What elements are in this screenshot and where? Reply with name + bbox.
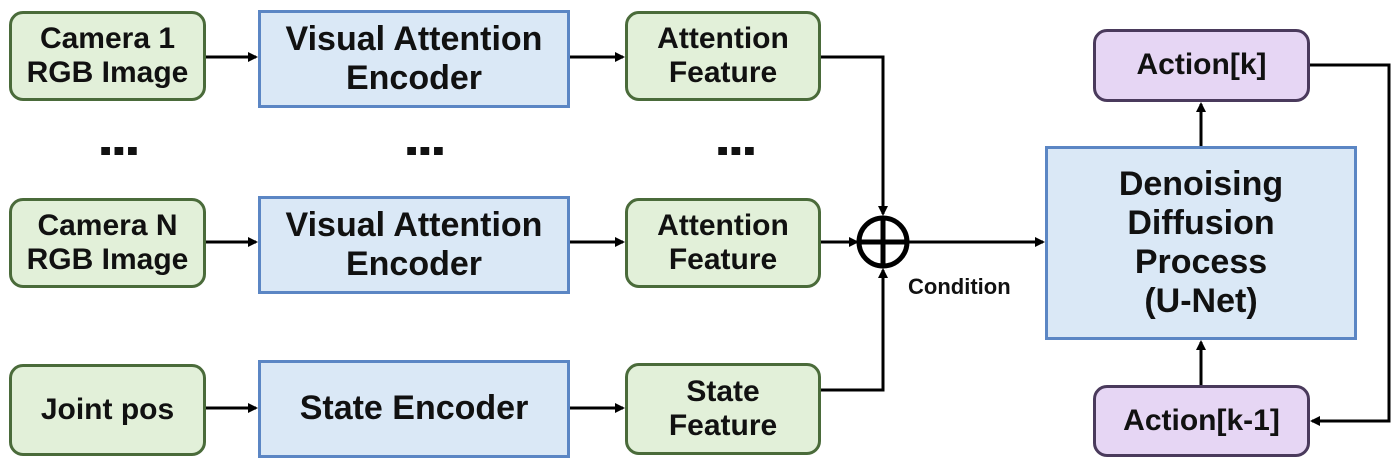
- joint-pos-input-box: Joint pos: [9, 364, 206, 456]
- diffusion-line2: Diffusion: [1127, 203, 1275, 242]
- action-k-minus-1-box: Action[k-1]: [1093, 385, 1310, 457]
- diffusion-line3: Process: [1134, 243, 1268, 281]
- visual-encoder-1-line2: Encoder: [345, 59, 483, 97]
- attention-feature-1-box: Attention Feature: [625, 11, 821, 101]
- camera-n-label: Camera N: [37, 208, 178, 242]
- denoising-diffusion-process-box: Denoising Diffusion Process (U-Net): [1045, 146, 1357, 340]
- camera-n-input-box: Camera N RGB Image: [9, 198, 206, 288]
- camera-1-label: Camera 1: [39, 21, 176, 55]
- action-k-label: Action[k]: [1136, 48, 1267, 82]
- camera-1-input-box: Camera 1 RGB Image: [9, 11, 206, 101]
- diffusion-line4: (U-Net): [1144, 282, 1258, 321]
- arrow-feature1-to-combine: [821, 55, 888, 216]
- state-encoder-label: State Encoder: [299, 389, 529, 428]
- combine-plus-icon: [856, 215, 910, 269]
- condition-label: Condition: [908, 274, 1011, 299]
- attention-feature-n-line2: Feature: [668, 243, 778, 276]
- attention-feature-1-line2: Feature: [668, 56, 778, 89]
- arrow-feedback-loop: [1310, 63, 1391, 426]
- arrow-state-feature-to-combine: [821, 268, 888, 392]
- camera-1-sublabel: RGB Image: [26, 56, 189, 89]
- visual-attention-encoder-n: Visual Attention Encoder: [258, 196, 570, 294]
- attention-feature-n-box: Attention Feature: [625, 198, 821, 288]
- encoder-ellipsis: ⋮: [399, 128, 451, 168]
- state-feature-line2: Feature: [668, 409, 778, 442]
- attention-feature-n-line1: Attention: [657, 208, 789, 242]
- state-encoder-box: State Encoder: [258, 360, 570, 458]
- visual-encoder-1-line1: Visual Attention: [285, 19, 543, 58]
- joint-pos-label: Joint pos: [40, 392, 175, 426]
- camera-n-sublabel: RGB Image: [26, 243, 189, 276]
- camera-ellipsis: ⋮: [93, 128, 145, 168]
- visual-encoder-n-line1: Visual Attention: [285, 205, 543, 244]
- state-feature-box: State Feature: [625, 363, 821, 455]
- visual-encoder-n-line2: Encoder: [345, 245, 483, 283]
- attention-feature-1-line1: Attention: [657, 21, 789, 55]
- state-feature-line1: State: [686, 374, 760, 408]
- diffusion-line1: Denoising: [1118, 164, 1284, 203]
- feature-ellipsis: ⋮: [710, 128, 762, 168]
- action-k-box: Action[k]: [1093, 29, 1310, 102]
- visual-attention-encoder-1: Visual Attention Encoder: [258, 10, 570, 108]
- action-k-minus-1-label: Action[k-1]: [1123, 403, 1280, 437]
